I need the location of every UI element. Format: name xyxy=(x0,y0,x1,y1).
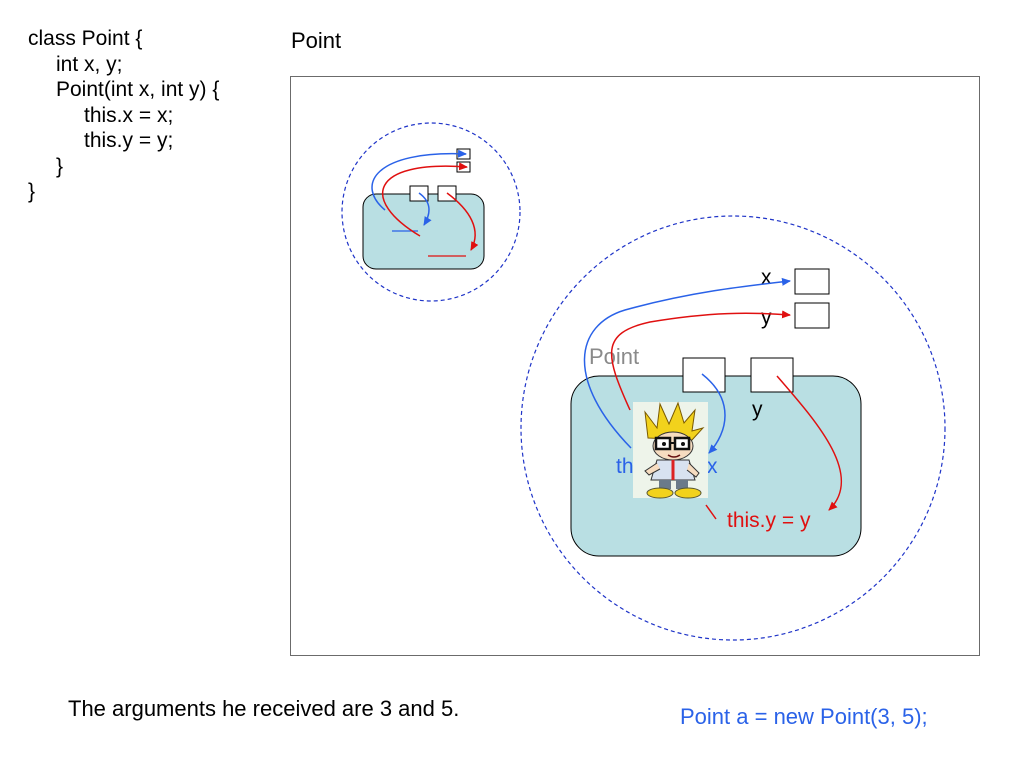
cartoon-character-illustration xyxy=(633,401,708,499)
small-object-body xyxy=(362,193,485,270)
small-object-boundary xyxy=(341,122,521,302)
y-connector-line xyxy=(705,504,717,520)
code-line-assign-y: this.y = y; xyxy=(84,129,174,152)
diagram-frame xyxy=(290,76,980,656)
field-y-label: y xyxy=(761,306,772,329)
x-assign-arrow xyxy=(701,373,726,454)
x-flow-arrow xyxy=(583,277,791,449)
code-line-constructor: Point(int x, int y) { xyxy=(56,78,220,101)
large-object: x y Point y th x this.y = y xyxy=(520,215,946,641)
param-y-label: y xyxy=(752,398,763,421)
small-x-flow-arrow xyxy=(371,149,467,211)
caption-text: The arguments he received are 3 and 5. xyxy=(68,696,460,721)
assign-x-fragment-right: x xyxy=(707,455,718,478)
frame-title: Point xyxy=(291,28,342,53)
field-x-box xyxy=(794,268,830,295)
assign-x-fragment-left: th xyxy=(616,455,634,478)
code-listing: class Point {int x, y;Point(int x, int y… xyxy=(28,26,219,205)
small-y-assign-arrow xyxy=(446,192,479,251)
field-y-box xyxy=(794,302,830,329)
class-label: Point xyxy=(589,344,639,369)
assign-y-statement: this.y = y xyxy=(727,509,811,532)
small-x-assign-arrow xyxy=(418,192,432,226)
code-line-fields: int x, y; xyxy=(56,52,123,76)
y-flow-arrow xyxy=(610,310,791,411)
y-assign-arrow xyxy=(776,375,843,511)
code-line-close-class: } xyxy=(28,180,36,203)
small-y-flow-arrow xyxy=(381,162,468,237)
small-object xyxy=(341,122,521,302)
field-x-label: x xyxy=(761,266,772,289)
large-object-boundary xyxy=(520,215,946,641)
code-line-close-constructor: } xyxy=(56,154,64,178)
constructor-call-statement: Point a = new Point(3, 5); xyxy=(680,704,928,729)
code-line-assign-x: this.x = x; xyxy=(84,103,174,127)
code-line-class: class Point { xyxy=(28,27,143,50)
